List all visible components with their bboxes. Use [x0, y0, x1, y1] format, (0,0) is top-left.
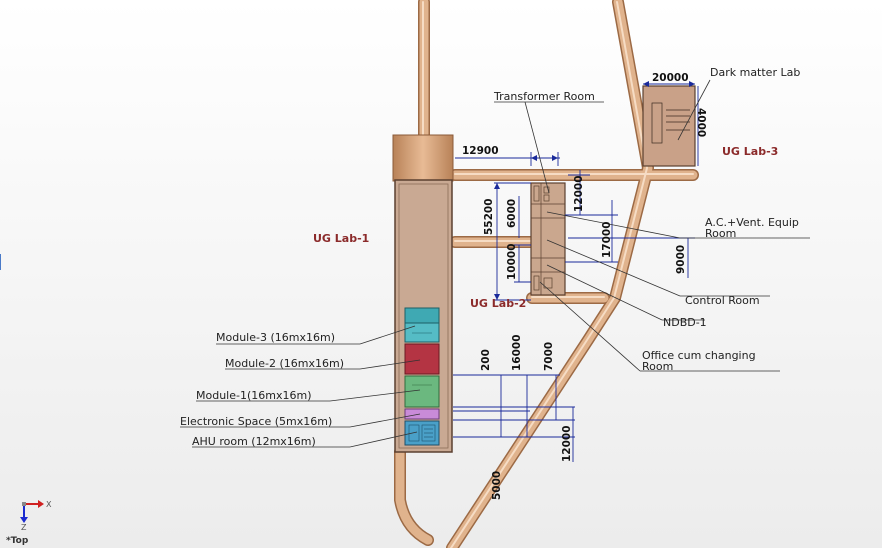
- module-3-label: Module-3 (16mx16m): [216, 331, 335, 344]
- leader-lines: [180, 79, 810, 448]
- dimension-arrows: [494, 81, 695, 300]
- ug-lab-1-label: UG Lab-1: [313, 232, 369, 245]
- z-axis-label: Z: [21, 523, 27, 532]
- electronic-space-block[interactable]: [404, 408, 440, 420]
- dim-7000: 7000: [543, 342, 555, 371]
- dim-10000: 10000: [506, 243, 518, 280]
- dim-16000: 16000: [511, 334, 523, 371]
- module-2-label: Module-2 (16mx16m): [225, 357, 344, 370]
- ug-lab-2-label: UG Lab-2: [470, 297, 526, 310]
- ug-lab-3-label: UG Lab-3: [722, 145, 778, 158]
- module-1-label: Module-1(16mx16m): [196, 389, 311, 402]
- dim-12000-bottom: 12000: [561, 425, 573, 462]
- dim-9000: 9000: [675, 245, 687, 274]
- ug-lab-2-block[interactable]: [530, 182, 566, 296]
- office-room-label-line1: Office cum changing: [642, 349, 756, 362]
- dim-17000: 17000: [601, 221, 613, 258]
- dim-20000: 20000: [652, 72, 689, 84]
- dim-55200: 55200: [483, 198, 495, 235]
- dim-12900: 12900: [462, 145, 499, 157]
- dim-12000-top: 12000: [573, 175, 585, 212]
- office-room-label-line2: Room: [642, 360, 673, 373]
- dimension-lines: [453, 83, 699, 462]
- ndbd-label: NDBD-1: [663, 316, 707, 329]
- dim-5000: 5000: [491, 471, 503, 500]
- electronic-space-label: Electronic Space (5mx16m): [180, 415, 332, 428]
- ac-vent-room-label-line1: A.C.+Vent. Equip: [705, 216, 799, 229]
- module-2-block[interactable]: [404, 343, 440, 375]
- ahu-room-label: AHU room (12mx16m): [192, 435, 316, 448]
- dim-6000: 6000: [506, 199, 518, 228]
- dim-4000: 4000: [695, 108, 707, 137]
- module-3-block[interactable]: [404, 307, 440, 324]
- x-axis-label: X: [46, 500, 52, 509]
- control-room-label: Control Room: [685, 294, 760, 307]
- transformer-room-label: Transformer Room: [493, 90, 595, 103]
- ac-vent-room-label-line2: Room: [705, 227, 736, 240]
- dark-matter-lab-label: Dark matter Lab: [710, 66, 800, 79]
- dim-200: 200: [480, 349, 492, 371]
- view-triad[interactable]: X Z *Top: [6, 500, 52, 546]
- view-orientation-label: *Top: [6, 536, 29, 546]
- ug-lab-1-cavern[interactable]: [392, 134, 454, 453]
- ug-lab-3-block[interactable]: [642, 85, 696, 167]
